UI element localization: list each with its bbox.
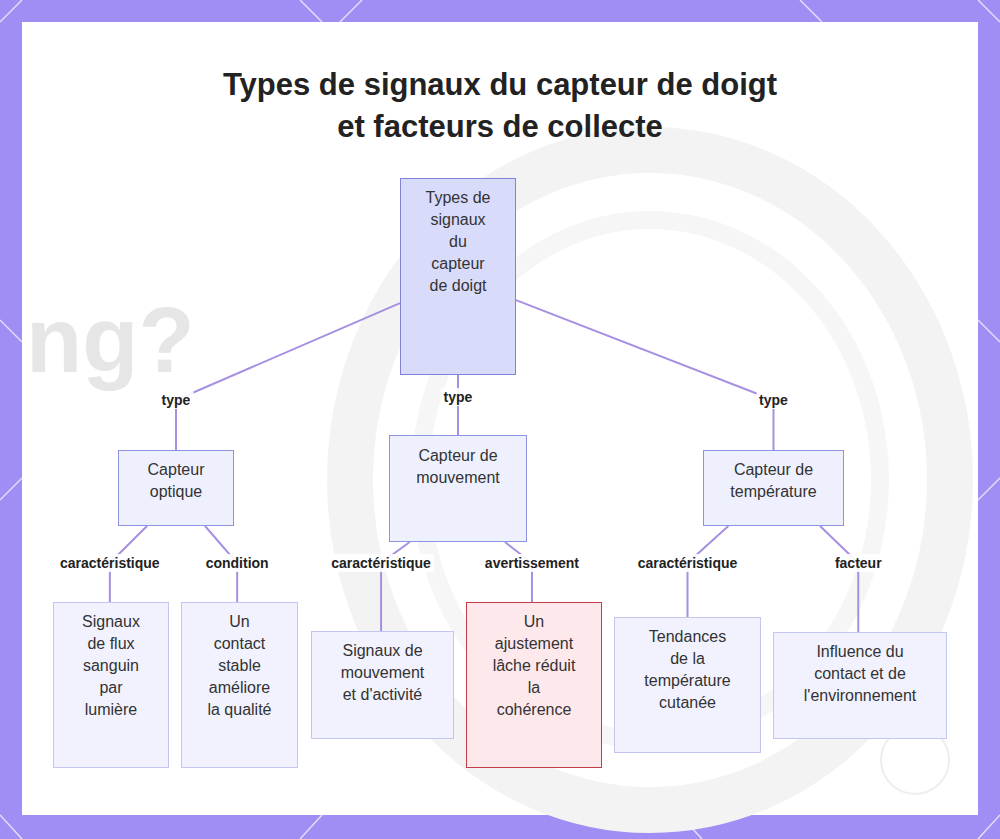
node-text: Types de signaux du capteur de doigt <box>424 187 492 297</box>
corner-line <box>978 478 1000 500</box>
corner-line <box>0 478 22 500</box>
corner-line <box>0 320 22 342</box>
category-box: Capteur de température <box>703 450 844 526</box>
node-text: Signaux de mouvement et d'activité <box>336 640 429 706</box>
diagram-title: Types de signaux du capteur de doigt et … <box>211 64 789 148</box>
warning-box: Un ajustement lâche réduit la cohérence <box>466 602 602 768</box>
edge-label: condition <box>203 554 272 572</box>
watermark-text: ng? <box>26 290 195 390</box>
edge-label: type <box>159 391 194 409</box>
connector-line <box>820 526 858 632</box>
connector-line <box>505 542 532 602</box>
node-text: Capteur optique <box>127 459 225 503</box>
corner-line <box>978 320 1000 342</box>
corner-line <box>0 0 22 22</box>
node-text: Influence du contact et de l'environneme… <box>796 641 924 707</box>
corner-line <box>978 0 1000 22</box>
detail-box: Signaux de flux sanguin par lumière <box>53 602 169 768</box>
corner-line <box>0 815 22 839</box>
edge-label: caractéristique <box>328 554 434 572</box>
corner-line <box>300 815 322 839</box>
title-wrap: Types de signaux du capteur de doigt et … <box>0 64 1000 148</box>
root-box: Types de signaux du capteur de doigt <box>400 178 516 375</box>
category-box: Capteur optique <box>118 450 234 526</box>
edge-label: caractéristique <box>635 554 741 572</box>
edge-label: avertissement <box>482 554 582 572</box>
edge-label: type <box>441 388 476 406</box>
node-text: Tendances de la température cutanée <box>641 626 734 714</box>
node-text: Un contact stable améliore la qualité <box>205 611 274 721</box>
white-panel <box>22 22 978 815</box>
node-text: Capteur de température <box>714 459 833 503</box>
node-text: Capteur de mouvement <box>400 445 516 489</box>
corner-line <box>800 0 822 22</box>
detail-box: Influence du contact et de l'environneme… <box>773 632 947 739</box>
edge-label: facteur <box>832 554 885 572</box>
detail-box: Signaux de mouvement et d'activité <box>311 631 454 739</box>
connector-line <box>176 303 400 450</box>
connector-line <box>516 300 774 450</box>
category-box: Capteur de mouvement <box>389 435 527 542</box>
corner-line <box>340 0 362 22</box>
node-text: Signaux de flux sanguin par lumière <box>77 611 145 721</box>
edge-label: caractéristique <box>57 554 163 572</box>
detail-box: Un contact stable améliore la qualité <box>181 602 298 768</box>
corner-line <box>300 0 322 22</box>
edge-label: type <box>756 391 791 409</box>
corner-line <box>978 815 1000 839</box>
node-text: Un ajustement lâche réduit la cohérence <box>492 611 576 721</box>
detail-box: Tendances de la température cutanée <box>614 617 761 753</box>
